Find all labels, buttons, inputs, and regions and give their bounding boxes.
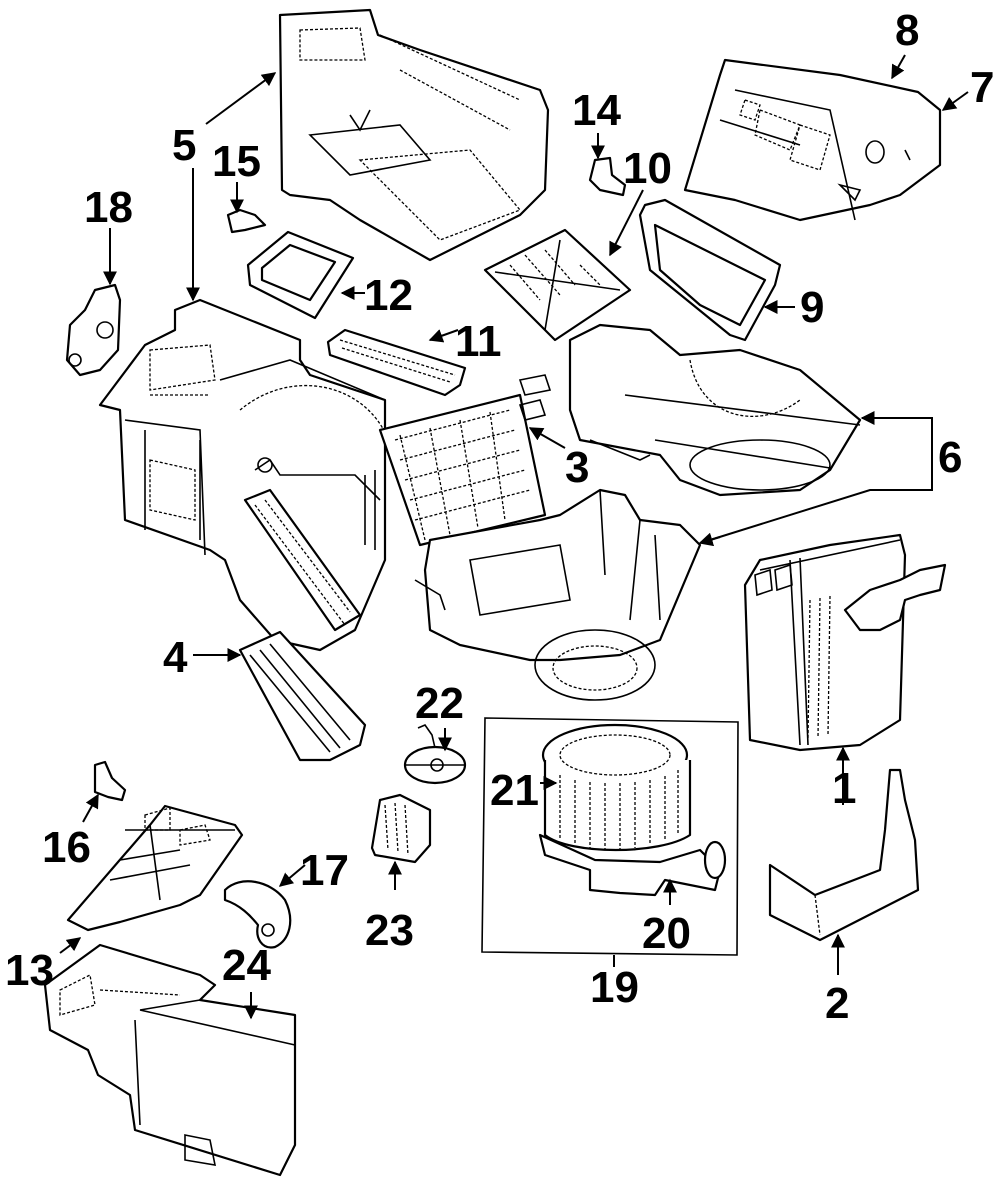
part-18-actuator — [65, 283, 122, 377]
part-19-blower-box — [481, 717, 739, 956]
callout-8: 8 — [895, 6, 919, 55]
callout-7: 7 — [970, 63, 994, 112]
callout-10: 10 — [623, 144, 672, 193]
leader-8 — [891, 54, 906, 80]
callout-11: 11 — [455, 317, 502, 366]
callout-20: 20 — [642, 909, 691, 958]
leader-6-bracket — [709, 417, 933, 541]
part-15-clip — [226, 208, 267, 234]
part-16-actuator — [93, 760, 127, 802]
part-10-filter — [483, 228, 632, 342]
callout-1: 1 — [832, 764, 856, 813]
leader-lines — [59, 54, 969, 1020]
callout-5: 5 — [172, 121, 196, 170]
part-21-blower-wheel — [541, 723, 692, 852]
part-24-lower-housing — [43, 943, 297, 1177]
part-2-tray — [768, 768, 920, 942]
leader-13 — [59, 937, 82, 954]
callout-17: 17 — [300, 846, 349, 895]
callout-21: 21 — [490, 766, 539, 815]
part-5-upper-housing — [278, 8, 550, 262]
leader-6b — [698, 532, 721, 547]
part-3-heater-core — [378, 374, 552, 547]
callout-16: 16 — [42, 823, 91, 872]
leader-16 — [82, 793, 99, 823]
callout-19: 19 — [590, 963, 639, 1012]
callout-2: 2 — [825, 979, 849, 1028]
part-11-door — [326, 328, 467, 397]
callout-4: 4 — [163, 633, 188, 682]
part-12-gasket — [246, 230, 355, 320]
part-1-evaporator — [743, 533, 947, 752]
callout-18: 18 — [84, 183, 133, 232]
leader-11 — [428, 329, 459, 343]
leader-3 — [528, 427, 566, 449]
part-13-duct — [66, 804, 244, 932]
part-6-lower-housing — [414, 488, 702, 701]
part-6-upper-housing — [568, 323, 862, 497]
callout-24: 24 — [222, 941, 271, 990]
part-9-frame — [638, 198, 782, 342]
part-17-lever — [223, 880, 292, 949]
part-23-block — [370, 793, 432, 864]
callout-13: 13 — [5, 946, 54, 995]
callout-14: 14 — [572, 86, 621, 135]
part-14-actuator — [588, 156, 627, 197]
callout-labels: 5 15 18 12 11 14 10 8 7 9 3 6 4 22 21 20… — [5, 6, 994, 1028]
callout-23: 23 — [365, 906, 414, 955]
callout-9: 9 — [800, 283, 824, 332]
callout-15: 15 — [212, 137, 261, 186]
callout-12: 12 — [364, 271, 413, 320]
callout-6: 6 — [938, 433, 962, 482]
leader-17 — [278, 864, 306, 887]
callout-22: 22 — [415, 679, 464, 728]
leader-5a — [205, 72, 277, 125]
leader-10 — [609, 189, 644, 257]
part-22-resistor — [403, 724, 467, 785]
leader-7 — [941, 91, 969, 111]
part-5-lower-housing — [98, 298, 396, 652]
callout-3: 3 — [565, 443, 589, 492]
part-7-8-case — [683, 58, 942, 222]
part-4-duct — [238, 630, 367, 762]
